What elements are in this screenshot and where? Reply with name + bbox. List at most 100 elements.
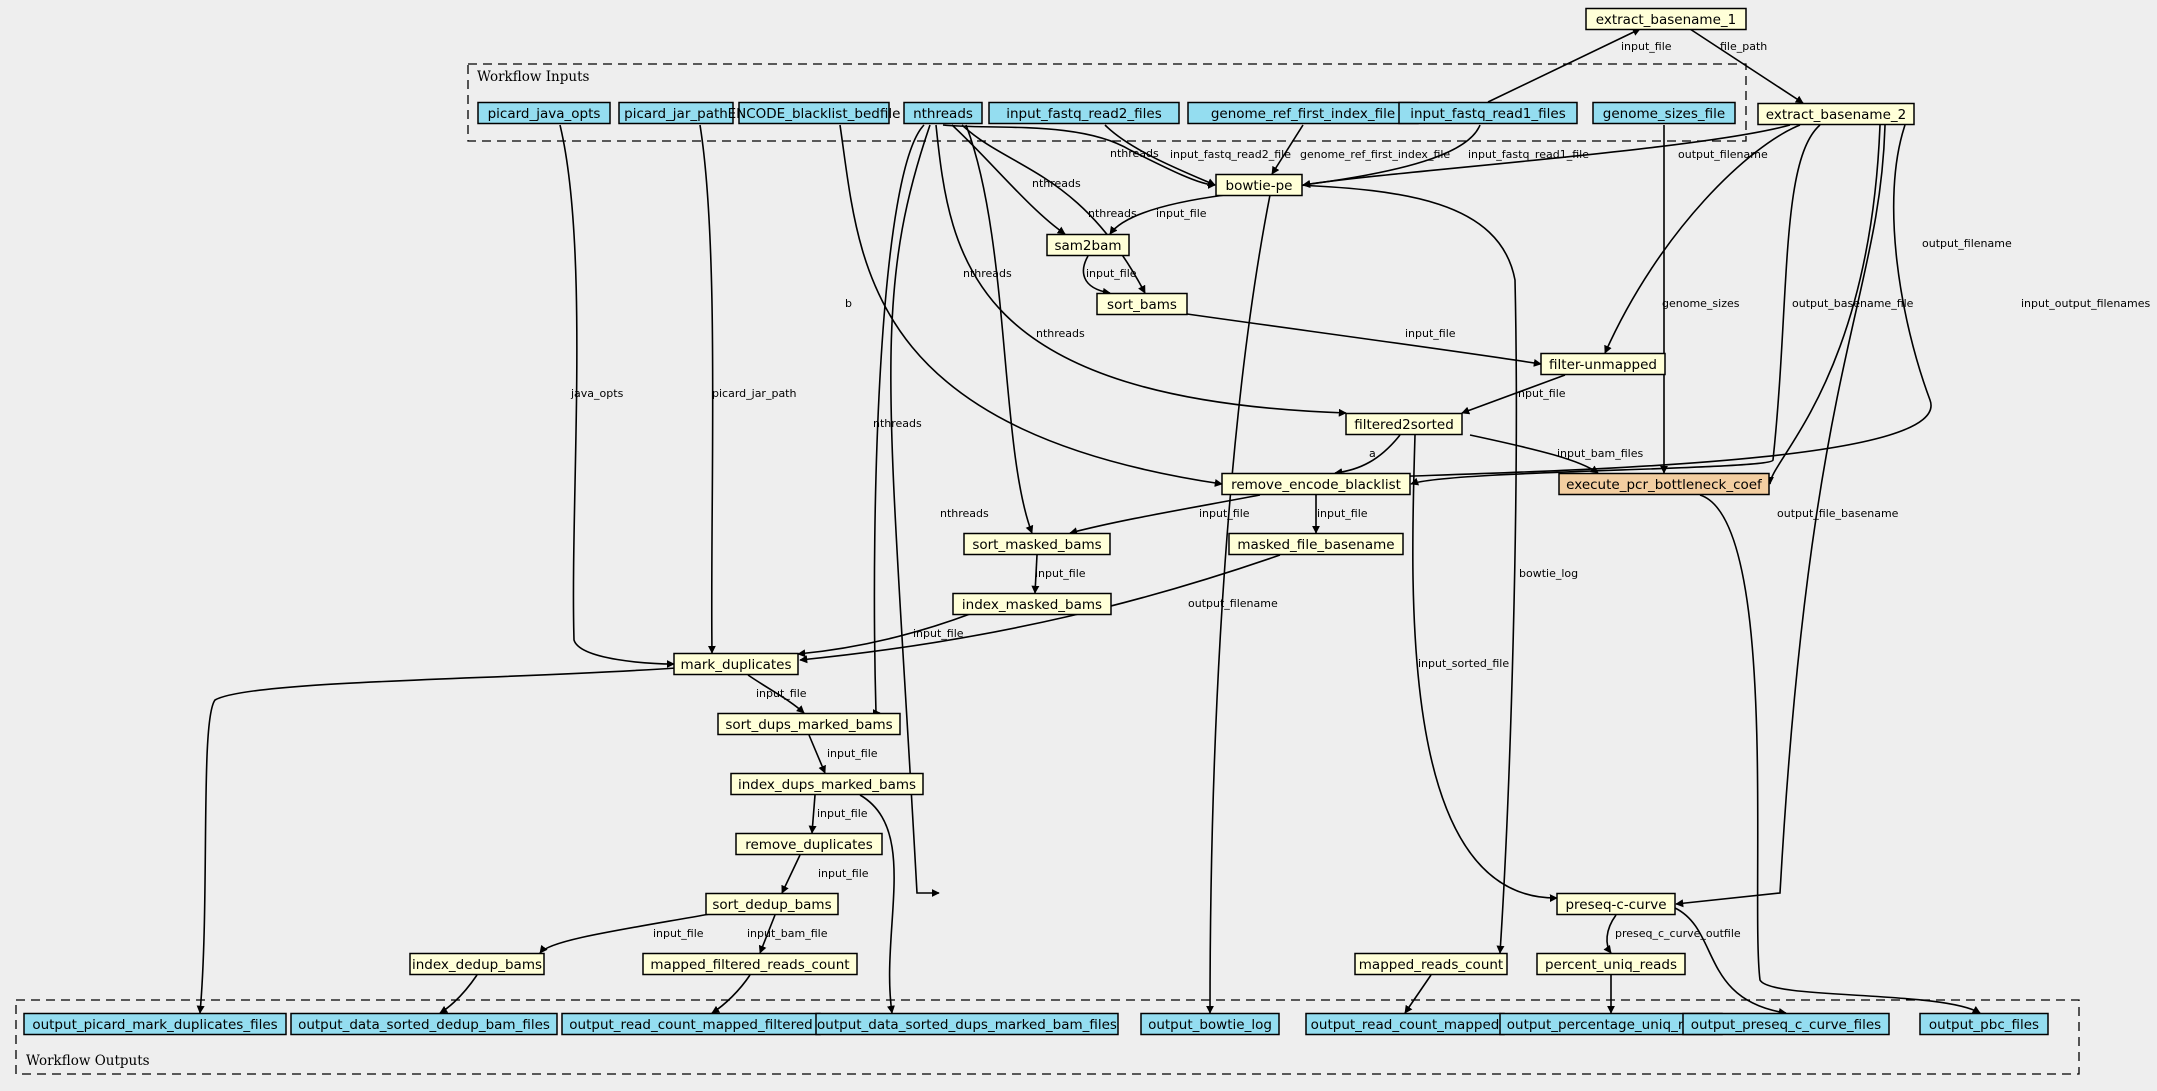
- edge: [1603, 914, 1617, 954]
- edge-label-input-file: input_file: [1156, 207, 1207, 220]
- node-remove-encode-blacklist[interactable]: remove_encode_blacklist: [1221, 472, 1411, 496]
- node-box: [815, 1012, 1119, 1036]
- node-output-read-count-mapped-filtered[interactable]: output_read_count_mapped_filtered: [561, 1012, 821, 1036]
- edge-label-input-file: input_file: [818, 867, 869, 880]
- edge: [1082, 255, 1111, 296]
- node-genome-ref-first-index-file[interactable]: genome_ref_first_index_file: [1187, 101, 1419, 125]
- edge: [439, 974, 478, 1014]
- node-ENCODE-blacklist-bedfile[interactable]: ENCODE_blacklist_bedfile: [728, 101, 901, 125]
- node-label: output_read_count_mapped_filtered: [569, 1017, 812, 1033]
- node-output-data-sorted-dups-marked-bam-files[interactable]: output_data_sorted_dups_marked_bam_files: [815, 1012, 1119, 1036]
- edge: [1675, 124, 1886, 908]
- edge-label-nthreads: nthreads: [963, 267, 1012, 280]
- node-box: [1140, 1012, 1280, 1036]
- node-nthreads[interactable]: nthreads: [903, 101, 983, 125]
- edge: [1461, 374, 1566, 415]
- edge-label-input-file: input_file: [827, 747, 878, 760]
- workflow-inputs-label: Workflow Inputs: [477, 69, 589, 85]
- node-filter-unmapped[interactable]: filter-unmapped: [1540, 352, 1666, 376]
- node-index-masked-bams[interactable]: index_masked_bams: [952, 592, 1112, 616]
- node-label: sort_masked_bams: [972, 537, 1101, 553]
- node-output-preseq-c-curve-files[interactable]: output_preseq_c_curve_files: [1682, 1012, 1890, 1036]
- edge-label-input-bam-file: input_bam_file: [747, 927, 828, 940]
- node-genome-sizes-file[interactable]: genome_sizes_file: [1592, 101, 1736, 125]
- node-percent-uniq-reads[interactable]: percent_uniq_reads: [1536, 952, 1686, 976]
- node-index-dedup-bams[interactable]: index_dedup_bams: [409, 952, 545, 976]
- node-label: ENCODE_blacklist_bedfile: [728, 106, 901, 122]
- node-execute-pcr-bottleneck-coef[interactable]: execute_pcr_bottleneck_coef: [1558, 472, 1770, 496]
- edge-label-nthreads: nthreads: [873, 417, 922, 430]
- node-output-picard-mark-duplicates-files[interactable]: output_picard_mark_duplicates_files: [23, 1012, 287, 1036]
- edge-label-output-filename: output_filename: [1922, 237, 2012, 250]
- node-box: [642, 952, 858, 976]
- edge-label-file-path: file_path: [1720, 40, 1767, 53]
- node-mark-duplicates[interactable]: mark_duplicates: [673, 652, 799, 676]
- node-filtered2sorted[interactable]: filtered2sorted: [1345, 412, 1463, 436]
- edge: [559, 124, 675, 668]
- node-label: sort_bams: [1107, 297, 1177, 313]
- node-label: remove_encode_blacklist: [1231, 477, 1401, 493]
- node-box: [1354, 952, 1508, 976]
- node-preseq-c-curve[interactable]: preseq-c-curve: [1556, 892, 1676, 916]
- node-output-data-sorted-dedup-bam-files[interactable]: output_data_sorted_dedup_bam_files: [290, 1012, 558, 1036]
- nodes: extract_basename_1 extract_basename_2 pica…: [23, 7, 2049, 1036]
- node-box: [717, 712, 901, 736]
- node-box: [1398, 101, 1578, 125]
- edge: [747, 674, 805, 714]
- node-output-pbc-files[interactable]: output_pbc_files: [1919, 1012, 2049, 1036]
- edge-label-a: a: [1369, 447, 1376, 460]
- edge-label-input-fastq-read2-file: input_fastq_read2_file: [1170, 148, 1291, 161]
- node-box: [730, 772, 924, 796]
- edge-label-input-file: input_file: [913, 627, 964, 640]
- node-output-percentage-uniq-reads[interactable]: output_percentage_uniq_reads: [1499, 1012, 1723, 1036]
- edge: [1031, 554, 1040, 594]
- node-picard-jar-path[interactable]: picard_jar_path: [618, 101, 734, 125]
- node-box: [1046, 233, 1130, 257]
- node-extract-basename-1[interactable]: extract_basename_1: [1585, 7, 1747, 31]
- node-label: input_fastq_read1_files: [1410, 106, 1565, 122]
- node-bowtie-pe[interactable]: bowtie-pe: [1215, 173, 1303, 197]
- edge: [1674, 907, 1787, 1016]
- node-output-bowtie-log[interactable]: output_bowtie_log: [1140, 1012, 1280, 1036]
- node-remove-duplicates[interactable]: remove_duplicates: [735, 832, 883, 856]
- node-box: [1585, 7, 1747, 31]
- node-label: mapped_reads_count: [1359, 957, 1503, 973]
- node-sort-dups-marked-bams[interactable]: sort_dups_marked_bams: [717, 712, 901, 736]
- node-label: input_fastq_read2_files: [1006, 106, 1161, 122]
- node-box: [952, 592, 1112, 616]
- node-label: output_percentage_uniq_reads: [1507, 1017, 1716, 1033]
- edge: [1410, 124, 1821, 486]
- node-masked-file-basename[interactable]: masked_file_basename: [1228, 532, 1404, 556]
- edge: [1334, 434, 1401, 477]
- node-sort-masked-bams[interactable]: sort_masked_bams: [963, 532, 1111, 556]
- node-picard-java-opts[interactable]: picard_java_opts: [477, 101, 611, 125]
- node-box: [1228, 532, 1404, 556]
- edge-label-java-opts: java_opts: [570, 387, 624, 400]
- edge-label-input-fastq-read1-file: input_fastq_read1_file: [1468, 148, 1589, 161]
- edge: [799, 554, 1281, 664]
- edge: [196, 667, 677, 1014]
- node-label: mapped_filtered_reads_count: [650, 957, 849, 973]
- node-input-fastq-read2-files[interactable]: input_fastq_read2_files: [988, 101, 1180, 125]
- node-mapped-filtered-reads-count[interactable]: mapped_filtered_reads_count: [642, 952, 858, 976]
- edge-label-nthreads: nthreads: [940, 507, 989, 520]
- node-sort-dedup-bams[interactable]: sort_dedup_bams: [705, 892, 839, 916]
- node-extract-basename-2[interactable]: extract_basename_2: [1757, 102, 1915, 126]
- edge-label-input-sorted-file: input_sorted_file: [1418, 657, 1509, 670]
- node-sam2bam[interactable]: sam2bam: [1046, 233, 1130, 257]
- node-mapped-reads-count[interactable]: mapped_reads_count: [1354, 952, 1508, 976]
- edge-label-input-file: input_file: [1621, 40, 1672, 53]
- edge-label-preseq-c-curve-outfile: preseq_c_curve_outfile: [1615, 927, 1741, 940]
- node-index-dups-marked-bams[interactable]: index_dups_marked_bams: [730, 772, 924, 796]
- node-label: output_pbc_files: [1929, 1017, 2039, 1033]
- edge: [1297, 184, 1518, 954]
- node-box: [1096, 292, 1188, 316]
- node-label: output_data_sorted_dedup_bam_files: [298, 1017, 550, 1033]
- node-sort-bams[interactable]: sort_bams: [1096, 292, 1188, 316]
- node-output-read-count-mapped[interactable]: output_read_count_mapped: [1305, 1012, 1505, 1036]
- node-input-fastq-read1-files[interactable]: input_fastq_read1_files: [1398, 101, 1578, 125]
- edge-label-input-file: input_file: [1405, 327, 1456, 340]
- edge: [539, 913, 711, 954]
- edge-label-output-filename: output_filename: [1678, 148, 1768, 161]
